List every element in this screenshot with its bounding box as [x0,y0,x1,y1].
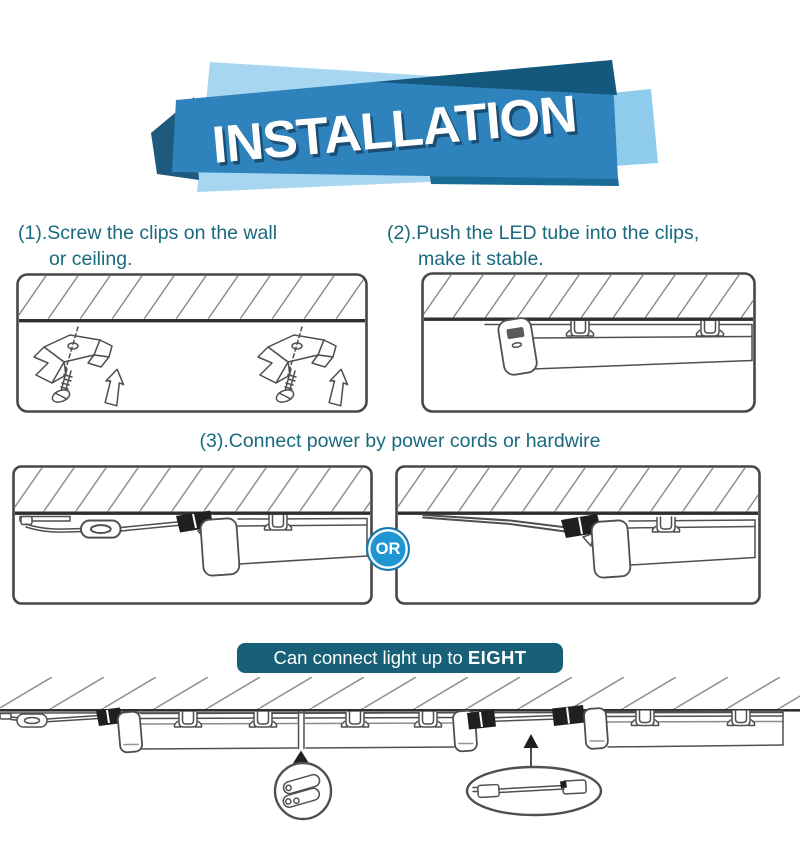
connector-cable-detail-ellipse [465,765,603,817]
wall-bracket-icon [19,515,71,526]
tube-clip-icon [248,711,278,728]
power-cord-icon [0,712,100,723]
or-badge: OR [366,527,410,571]
tube-in-clips-diagram [421,272,756,413]
ceiling-hatch [19,276,365,319]
connect-banner-highlight: EIGHT [467,647,527,668]
step1-line1: (1).Screw the clips on the wall [18,222,278,244]
tube-clip-icon [413,711,443,728]
diagram-border [421,272,756,413]
power-cord-connection-diagram [12,465,373,605]
tube-clip-icon [651,516,681,533]
tube-connector-box [199,517,241,577]
step2-line1: (2).Push the LED tube into the clips, [387,222,700,244]
led-tube-1 [140,712,298,750]
step2-caption: (2).Push the LED tube into the clips, ma… [387,221,699,272]
connect-banner-text: Can connect light up to [273,647,468,668]
banner-bottom-strip [430,176,619,186]
ceiling-line [15,511,370,515]
hardwire-connection-diagram [395,465,761,605]
ceiling-hatch [398,468,758,512]
step3-line1: (3).Connect power by power cords or hard… [199,430,601,452]
connector-pins-detail-circle [273,761,333,821]
ceiling-line [0,709,800,712]
tube-clip-icon [340,711,370,728]
ceiling-line [398,511,758,515]
connect-banner: Can connect light up to EIGHT [237,643,563,673]
installation-banner: INSTALLATION INSTALLATION [151,60,658,192]
banner-fold-shape [375,60,617,95]
inline-switch-icon [80,519,122,539]
led-tube [628,519,756,566]
power-plug-icon [96,707,123,726]
or-label: OR [375,539,401,558]
diagram-border [16,273,368,413]
clips-mounting-diagram [16,273,368,413]
ceiling-hatch [0,677,800,709]
daisy-chain-diagram [0,677,800,821]
tube-connector-box [590,519,632,579]
step1-line2: or ceiling. [49,247,133,270]
tube-clip-icon [726,709,756,727]
up-arrow-icon [523,734,539,768]
ceiling-hatch [424,275,753,318]
tube-end-cap [116,710,144,754]
tube-end-cap [582,706,610,751]
led-tube [237,517,368,565]
tube-junction [297,710,305,750]
ceiling-line [19,319,365,323]
tube-clip-icon [565,320,595,337]
power-cord-icon [25,520,183,533]
tube-clip-icon [630,709,660,727]
hardwire-cable-icon [422,514,572,533]
ceiling-line [424,317,753,321]
tube-clip-icon [173,711,203,728]
step1-caption: (1).Screw the clips on the wall or ceili… [18,221,277,272]
connector-cable-icon [467,705,587,730]
inline-switch-icon [16,713,48,728]
tube-clip-icon [695,320,725,337]
banner-main-band [172,60,618,179]
tube-clip-icon [263,514,293,531]
led-tube-3 [606,710,784,748]
step3-caption: (3).Connect power by power cords or hard… [0,429,800,455]
step2-line2: make it stable. [418,247,544,270]
tube-end-cap-switch [497,317,538,376]
ceiling-hatch [15,468,370,512]
